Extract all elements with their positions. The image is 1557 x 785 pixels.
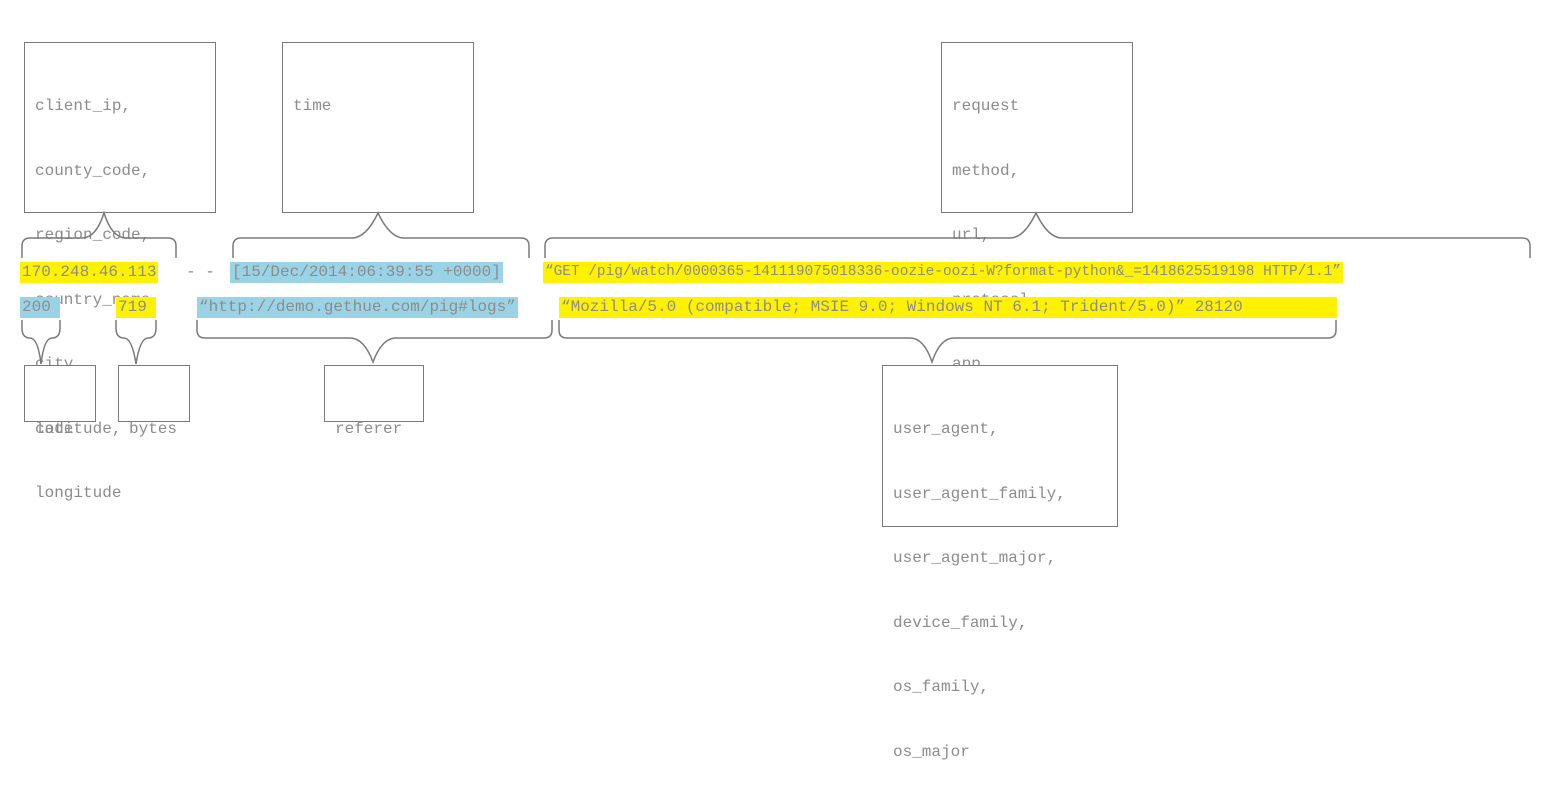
brace-user-agent: [558, 320, 1337, 365]
user-agent-value: “Mozilla/5.0 (compatible; MSIE 9.0; Wind…: [559, 297, 1337, 318]
field-label: longitude: [35, 484, 122, 502]
brace-request: [544, 211, 1531, 258]
brace-code: [21, 320, 61, 365]
referer-field-box: referer: [324, 365, 424, 438]
ident-dashes: - -: [186, 263, 215, 281]
field-label: region_code,: [35, 226, 151, 244]
field-label: method,: [952, 161, 1020, 180]
bytes-field-box: bytes: [118, 365, 190, 438]
field-label: os_major: [893, 742, 970, 761]
bytes-value: 719: [116, 297, 156, 318]
field-label: latitude,: [35, 419, 122, 438]
status-code-value: 200: [20, 297, 60, 318]
field-label: referer: [335, 420, 403, 438]
brace-time: [232, 211, 530, 258]
code-field-box: code: [24, 365, 96, 438]
user-agent-fields-box: user_agent, user_agent_family, user_agen…: [882, 365, 1118, 761]
field-label: user_agent_major,: [893, 549, 1057, 567]
field-label: os_family,: [893, 678, 990, 696]
field-label: time: [293, 97, 332, 115]
field-label: device_family,: [893, 613, 1028, 632]
field-label: user_agent_family,: [893, 484, 1066, 503]
brace-client: [21, 210, 177, 258]
client-ip-value: 170.248.46.113: [20, 262, 159, 283]
request-fields-box: request method, url, protocol, app, suba…: [941, 42, 1133, 438]
timestamp-value: [15/Dec/2014:06:39:55 +0000]: [230, 262, 503, 283]
brace-connectors: [21, 210, 1531, 365]
field-label: client_ip,: [35, 97, 132, 115]
field-label: url,: [952, 226, 991, 244]
field-label: bytes: [129, 420, 178, 438]
field-label: user_agent,: [893, 420, 999, 438]
time-field-box: time: [282, 42, 474, 213]
field-label: code: [35, 420, 74, 438]
field-label: request: [952, 97, 1020, 115]
brace-referer: [196, 320, 553, 365]
request-value: “GET /pig/watch/0000365-141119075018336-…: [543, 262, 1343, 283]
field-label: county_code,: [35, 161, 151, 180]
brace-bytes: [115, 320, 157, 365]
referer-value: “http://demo.gethue.com/pig#logs”: [197, 297, 518, 318]
